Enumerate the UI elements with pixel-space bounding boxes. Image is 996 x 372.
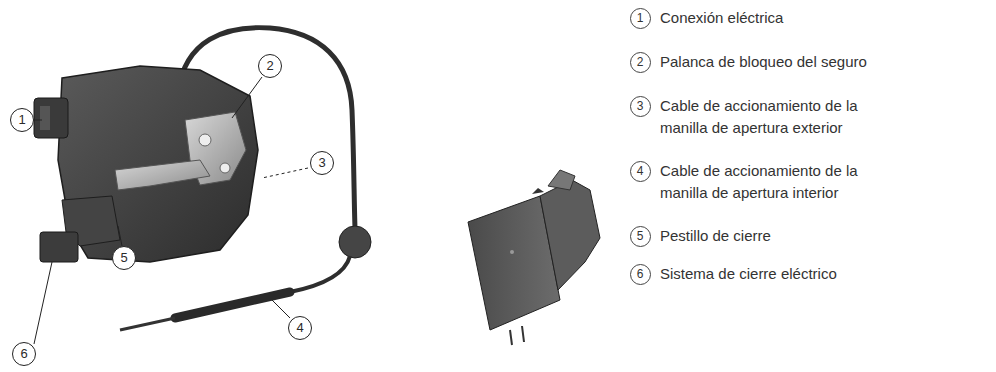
- part-name: Conexión eléctrica: [660, 7, 900, 29]
- leader-line: [34, 120, 42, 121]
- part-name: Palanca de bloqueo del seguro: [660, 51, 900, 73]
- cable-ball: [339, 226, 371, 258]
- leader-line: [272, 300, 290, 318]
- cable-end: [120, 318, 175, 330]
- electric-connector: [34, 98, 68, 138]
- rivet: [199, 134, 211, 146]
- part-name: Sistema de cierre eléctrico: [660, 263, 900, 285]
- legend-number: 3: [630, 96, 651, 117]
- actuator-tab: [548, 170, 575, 190]
- actuator-dot: [510, 250, 514, 254]
- leader-line: [34, 262, 52, 344]
- legend-number: 4: [630, 161, 651, 182]
- part-name: Pestillo de cierre: [660, 225, 900, 247]
- leader-line: [232, 77, 262, 118]
- legend-number: 5: [630, 226, 651, 247]
- lock-housing: [58, 66, 258, 262]
- callout-number: 5: [112, 246, 136, 270]
- cable-sheath: [175, 292, 290, 318]
- connector-pin: [40, 106, 50, 130]
- actuator-side: [540, 180, 600, 290]
- callout-number: 2: [258, 54, 282, 78]
- rivet: [220, 163, 230, 173]
- actuator-pin: [532, 188, 544, 194]
- cable-inner: [290, 256, 350, 292]
- callout-number: 4: [288, 316, 312, 340]
- leader-line: [262, 168, 308, 178]
- part-name: Cable de accionamiento de la manilla de …: [660, 95, 900, 139]
- lever-arm: [115, 160, 210, 190]
- actuator-pin: [510, 330, 512, 345]
- callout-number: 1: [10, 108, 34, 132]
- legend-number: 1: [630, 8, 651, 29]
- part-name: Cable de accionamiento de la manilla de …: [660, 160, 900, 204]
- actuator-pin: [522, 326, 524, 342]
- legend-number: 6: [630, 264, 651, 285]
- lock-mount: [40, 232, 78, 262]
- leader-line: [118, 226, 122, 246]
- callout-number: 3: [310, 151, 334, 175]
- callout-number: 6: [12, 342, 36, 366]
- legend-number: 2: [630, 52, 651, 73]
